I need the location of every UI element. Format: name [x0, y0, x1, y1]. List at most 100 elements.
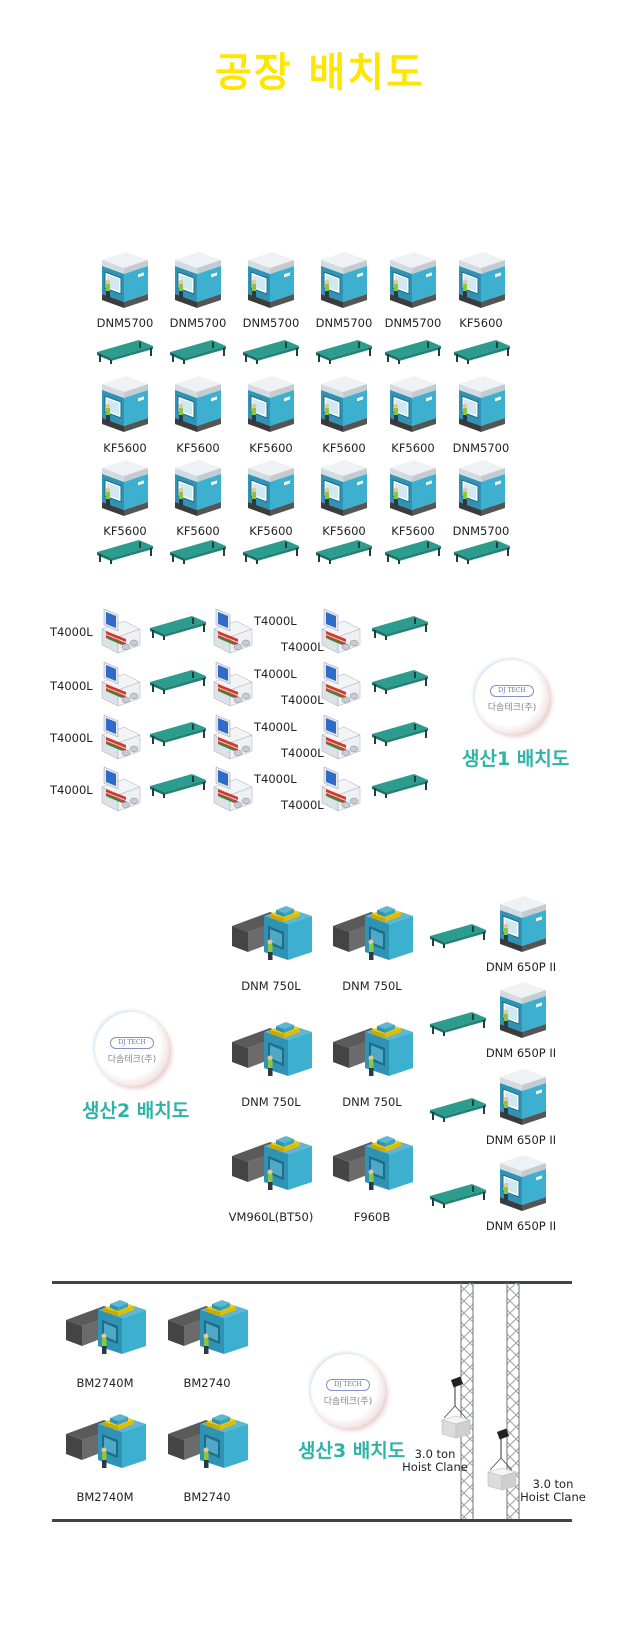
- machine-label: KF5600: [322, 441, 366, 455]
- machine-label: KF5600: [249, 524, 293, 538]
- lathe-label: T4000L: [50, 679, 93, 693]
- lathe-label: T4000L: [281, 640, 324, 654]
- hoist-icon: [486, 1428, 518, 1491]
- section-border-top: [52, 1281, 572, 1284]
- workbench-icon: [95, 338, 155, 364]
- section-title: 생산2 배치도: [82, 1100, 190, 1122]
- machine-label: DNM 650P II: [485, 1219, 557, 1233]
- section-title: 생산1 배치도: [462, 748, 570, 770]
- machine-label: DNM5700: [315, 316, 373, 330]
- machine-label: DNM5700: [452, 441, 510, 455]
- vmc-icon: [494, 892, 550, 954]
- hmc-icon: [331, 1014, 417, 1084]
- lathe-label: T4000L: [254, 772, 297, 786]
- company-logo: DJ TECH 다솜테크(주): [475, 660, 549, 734]
- hmc-icon: [331, 898, 417, 968]
- vmc-icon: [384, 456, 440, 518]
- machine-label: BM2740M: [76, 1490, 134, 1504]
- hoist-capacity: 3.0 ton: [414, 1447, 456, 1461]
- machine-label: KF5600: [176, 524, 220, 538]
- logo-badge: DJ TECH: [490, 685, 534, 697]
- lathe-label: T4000L: [254, 720, 297, 734]
- workbench-icon: [428, 1096, 488, 1122]
- lathe-icon: [96, 605, 144, 657]
- workbench-icon: [370, 772, 430, 798]
- machine-label: BM2740: [183, 1490, 231, 1504]
- machine-label: DNM5700: [169, 316, 227, 330]
- workbench-icon: [428, 1010, 488, 1036]
- workbench-icon: [452, 338, 512, 364]
- workbench-icon: [168, 338, 228, 364]
- machine-label: DNM5700: [384, 316, 442, 330]
- lathe-icon: [208, 711, 256, 763]
- vmc-icon: [453, 456, 509, 518]
- machine-label: DNM5700: [242, 316, 300, 330]
- hmc-icon: [331, 1128, 417, 1198]
- logo-badge: DJ TECH: [110, 1037, 154, 1049]
- workbench-icon: [428, 1182, 488, 1208]
- machine-label: KF5600: [322, 524, 366, 538]
- workbench-icon: [148, 668, 208, 694]
- lathe-icon: [96, 658, 144, 710]
- hmc-icon: [64, 1292, 150, 1362]
- machine-label: F960B: [353, 1210, 391, 1224]
- machine-label: DNM 750L: [342, 979, 402, 993]
- lathe-label: T4000L: [254, 667, 297, 681]
- lathe-icon: [316, 711, 364, 763]
- hoist-label: 3.0 ton Hoist Clane: [520, 1478, 586, 1504]
- logo-name: 다솜테크(주): [487, 703, 537, 713]
- lathe-icon: [96, 763, 144, 815]
- hmc-icon: [230, 1014, 316, 1084]
- workbench-icon: [148, 772, 208, 798]
- machine-label: DNM 750L: [241, 1095, 301, 1109]
- hmc-icon: [230, 898, 316, 968]
- lathe-icon: [208, 605, 256, 657]
- vmc-icon: [384, 372, 440, 434]
- workbench-icon: [428, 922, 488, 948]
- lathe-icon: [208, 658, 256, 710]
- lathe-label: T4000L: [281, 746, 324, 760]
- lathe-label: T4000L: [50, 731, 93, 745]
- machine-label: DNM 650P II: [485, 1046, 557, 1060]
- section-border-bottom: [52, 1519, 572, 1522]
- machine-label: BM2740M: [76, 1376, 134, 1390]
- machine-label: KF5600: [103, 441, 147, 455]
- vmc-icon: [96, 372, 152, 434]
- logo-name: 다솜테크(주): [107, 1055, 157, 1065]
- vmc-icon: [96, 456, 152, 518]
- lathe-icon: [208, 763, 256, 815]
- lathe-label: T4000L: [254, 614, 297, 628]
- vmc-icon: [242, 248, 298, 310]
- vmc-icon: [169, 456, 225, 518]
- workbench-icon: [383, 538, 443, 564]
- lathe-icon: [316, 763, 364, 815]
- machine-label: KF5600: [391, 441, 435, 455]
- machine-label: BM2740: [183, 1376, 231, 1390]
- workbench-icon: [370, 614, 430, 640]
- vmc-icon: [242, 456, 298, 518]
- hmc-icon: [166, 1406, 252, 1476]
- machine-label: KF5600: [176, 441, 220, 455]
- vmc-icon: [494, 1065, 550, 1127]
- machine-label: DNM 650P II: [485, 1133, 557, 1147]
- workbench-icon: [95, 538, 155, 564]
- logo-badge: DJ TECH: [326, 1379, 370, 1391]
- machine-label: DNM 650P II: [485, 960, 557, 974]
- workbench-icon: [370, 668, 430, 694]
- hmc-icon: [230, 1128, 316, 1198]
- vmc-icon: [96, 248, 152, 310]
- hmc-icon: [64, 1406, 150, 1476]
- lathe-icon: [316, 658, 364, 710]
- hoist-label: 3.0 ton Hoist Clane: [402, 1448, 468, 1474]
- lathe-icon: [96, 711, 144, 763]
- lathe-label: T4000L: [281, 798, 324, 812]
- machine-label: KF5600: [249, 441, 293, 455]
- vmc-icon: [315, 372, 371, 434]
- machine-label: KF5600: [459, 316, 503, 330]
- lathe-label: T4000L: [50, 783, 93, 797]
- workbench-icon: [383, 338, 443, 364]
- machine-label: DNM5700: [452, 524, 510, 538]
- vmc-icon: [169, 248, 225, 310]
- machine-label: VM960L(BT50): [228, 1210, 314, 1224]
- vmc-icon: [315, 248, 371, 310]
